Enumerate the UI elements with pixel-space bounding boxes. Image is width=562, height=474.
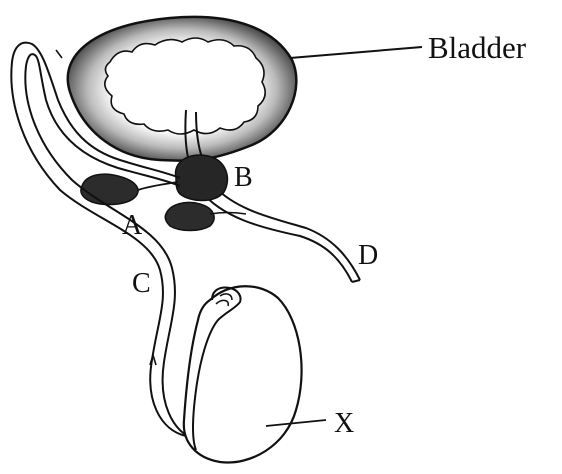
label-c: C xyxy=(132,268,151,299)
seminal-vesicle-right xyxy=(165,202,214,230)
label-d: D xyxy=(358,240,378,271)
seminal-vesicle-left xyxy=(81,174,138,204)
label-b: B xyxy=(234,162,253,193)
label-x: X xyxy=(334,408,354,439)
flow-arrow xyxy=(56,50,62,58)
bladder-pointer-line xyxy=(290,47,422,58)
testis xyxy=(184,286,302,462)
bladder-label: Bladder xyxy=(428,30,527,65)
label-a: A xyxy=(122,210,143,241)
prostate-gland xyxy=(175,155,227,201)
urethra-end xyxy=(352,280,360,282)
